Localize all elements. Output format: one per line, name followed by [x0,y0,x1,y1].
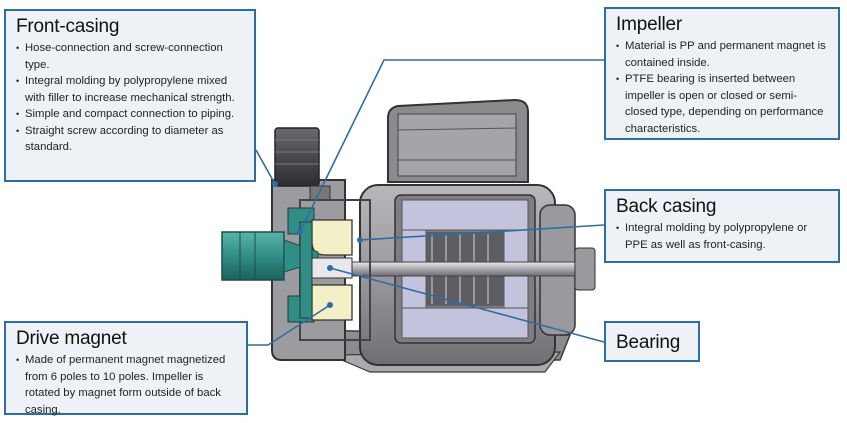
drive-magnet-callout: Drive magnet Made of permanent magnet ma… [4,321,248,418]
drive-magnet-bullets: Made of permanent magnet magnetized from… [16,352,236,418]
front-casing-title: Front-casing [16,16,120,37]
back-casing-bullets: Integral molding by polypropylene or PPE… [616,220,828,253]
bearing-title: Bearing [616,332,681,353]
impeller-title: Impeller [616,14,682,35]
motor-shaft [329,261,581,277]
bullet: Integral molding by polypropylene or PPE… [616,220,828,253]
bullet: Integral molding by polypropylene mixed … [16,73,244,106]
drive-magnet-title: Drive magnet [16,328,127,349]
impeller-callout: Impeller Material is PP and permanent ma… [604,7,840,140]
bearing-callout: Bearing [604,321,700,362]
inlet-pipe [221,231,319,281]
bullet: PTFE bearing is inserted between impelle… [616,71,828,137]
bullet: Made of permanent magnet magnetized from… [16,352,236,418]
bullet: Simple and compact connection to piping. [16,106,244,123]
bullet: Material is PP and permanent magnet is c… [616,38,828,71]
back-casing-callout: Back casing Integral molding by polyprop… [604,189,840,263]
rear-end-cap [574,247,596,291]
drive-magnet-shape [311,219,353,321]
front-casing-callout: Front-casing Hose-connection and screw-c… [4,9,256,182]
bullet: Hose-connection and screw-connection typ… [16,40,244,73]
back-casing-title: Back casing [616,196,717,217]
bullet: Straight screw according to diameter as … [16,123,244,156]
leader-lines [248,59,605,346]
leader-dots [272,181,363,308]
front-casing-bullets: Hose-connection and screw-connection typ… [16,40,244,156]
impeller-bullets: Material is PP and permanent magnet is c… [616,38,828,137]
